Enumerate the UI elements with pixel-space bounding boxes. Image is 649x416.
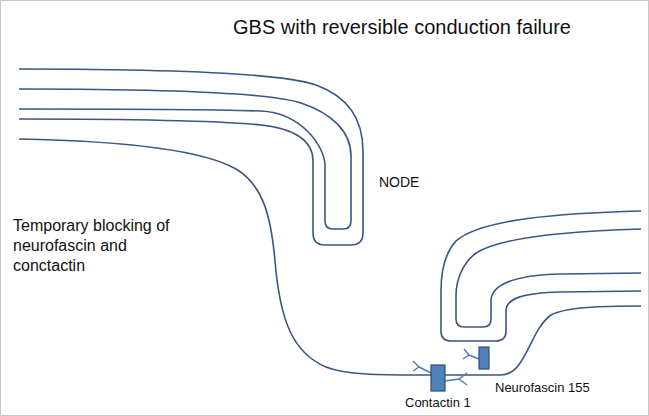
antibody-symbol [445,373,467,385]
antibody-symbol [463,349,479,359]
contactin-molecule [431,365,445,391]
note-text: Temporary blocking of neurofascin and co… [13,216,191,276]
node-label: NODE [379,173,419,191]
diagram-title: GBS with reversible conduction failure [233,15,571,39]
myelin-loop [19,89,351,229]
myelin-loop [441,211,641,341]
axon-membrane [19,139,641,375]
molecule-label: Neurofascin 155 [495,380,590,396]
antibody-symbol [413,361,431,373]
molecule-label: Contactin 1 [405,395,471,411]
neurofascin-molecule [479,347,489,369]
myelin-loop [456,229,641,327]
